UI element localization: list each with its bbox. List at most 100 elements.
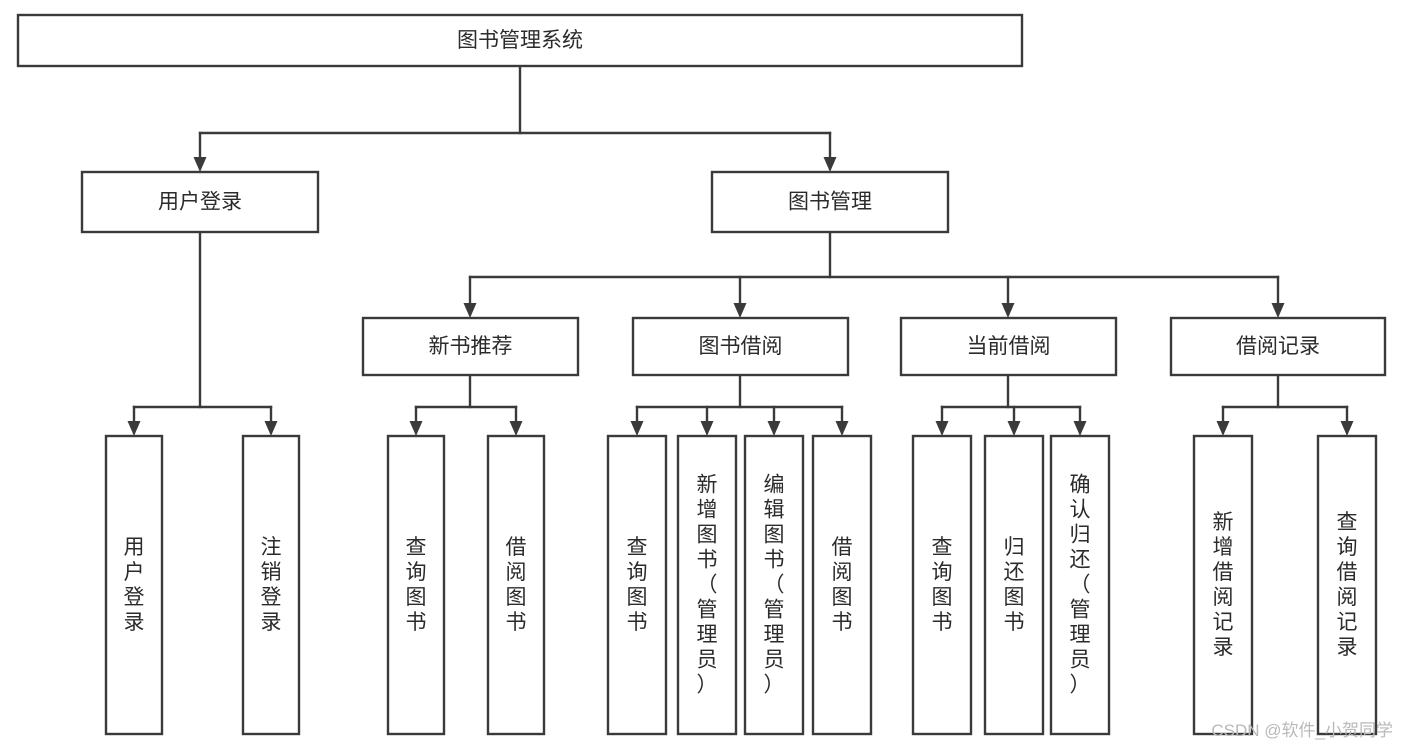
node-label-char: 确 [1070,474,1091,497]
node-label-borrow-record: 借阅记录 [1236,335,1320,358]
nodes-layer: 图书管理系统用户登录图书管理新书推荐图书借阅当前借阅借阅记录用户登录注销登录查询… [16,13,1387,736]
node-leaf-user-login[interactable]: 用户登录 [104,434,164,736]
node-label-char: 借 [832,536,853,559]
node-label-char: 用 [124,536,145,559]
node-label-char: 增 [697,499,718,522]
connector-record-to-leaves [1216,373,1354,436]
node-root[interactable]: 图书管理系统 [16,13,1024,68]
arrow-head-icon [1216,421,1230,436]
arrow-head-icon [835,421,849,436]
connector-borrow-to-leaves [630,373,849,436]
node-label-char: 借 [506,536,527,559]
connector-management-to-level3 [463,230,1285,318]
node-label-char: 书 [832,611,853,634]
connector-current-to-leaves [935,373,1087,436]
node-label-char: 询 [627,561,648,584]
node-label-char: 归 [1070,524,1091,547]
node-label-char: 阅 [832,561,853,584]
node-label-char: 增 [1213,536,1234,559]
node-label-user-login: 用户登录 [158,191,242,214]
arrow-head-icon [733,303,747,318]
arrow-head-icon [1340,421,1354,436]
node-label-char: 户 [124,561,145,584]
arrow-head-icon [127,421,141,436]
arrow-head-icon [823,157,837,172]
node-label-char: 书 [697,549,718,572]
node-book-borrow[interactable]: 图书借阅 [631,316,850,377]
node-label-char: 查 [932,536,953,559]
arrow-head-icon [935,421,949,436]
node-label-char: 录 [1337,636,1358,659]
node-label-book-management: 图书管理 [788,191,872,214]
node-label-char: 还 [1070,549,1091,572]
arrow-head-icon [1001,303,1015,318]
arrow-head-icon [1271,303,1285,318]
connector-recommend-to-leaves [409,373,523,436]
node-current-borrow[interactable]: 当前借阅 [899,316,1118,377]
node-label-char: 管 [1070,599,1091,622]
node-label-char: 查 [406,536,427,559]
node-box-leaf-edit-book [743,434,805,736]
connector-root-to-level2 [193,64,837,172]
node-label-char: 借 [1337,561,1358,584]
node-box-current-borrow [899,316,1118,377]
arrow-head-icon [1007,421,1021,436]
node-label-char: 借 [1213,561,1234,584]
node-box-book-management [710,170,950,234]
node-box-leaf-add-record [1192,434,1254,736]
node-new-book-recommend[interactable]: 新书推荐 [361,316,580,377]
node-book-management[interactable]: 图书管理 [710,170,950,234]
node-label-char: 询 [406,561,427,584]
node-box-borrow-record [1169,316,1387,377]
node-box-leaf-logout [241,434,301,736]
node-label-char: 书 [506,611,527,634]
node-label-root: 图书管理系统 [457,29,583,52]
node-label-current-borrow: 当前借阅 [967,335,1051,358]
node-label-char: （ [1070,574,1091,597]
node-label-char: 图 [506,586,527,609]
node-label-char: 记 [1337,611,1358,634]
node-label-char: 录 [1213,636,1234,659]
node-label-char: 还 [1004,561,1025,584]
node-label-char: 管 [697,599,718,622]
node-label-char: ） [764,674,785,697]
node-borrow-record[interactable]: 借阅记录 [1169,316,1387,377]
node-box-new-book-recommend [361,316,580,377]
node-label-char: 书 [406,611,427,634]
node-box-book-borrow [631,316,850,377]
node-label-char: 管 [764,599,785,622]
node-label-char: 认 [1070,499,1091,522]
node-user-login[interactable]: 用户登录 [80,170,320,234]
arrow-head-icon [193,157,207,172]
node-box-user-login [80,170,320,234]
node-box-leaf-query-book-borrow [606,434,668,736]
node-label-char: 阅 [1337,586,1358,609]
node-label-char: 图 [764,524,785,547]
node-label-char: 询 [1337,536,1358,559]
node-label-char: 图 [627,586,648,609]
node-label-new-book-recommend: 新书推荐 [429,335,513,358]
node-label-char: 理 [764,624,785,647]
arrow-head-icon [630,421,644,436]
node-label-char: 阅 [506,561,527,584]
node-label-char: 书 [627,611,648,634]
node-label-char: 员 [697,649,718,672]
node-label-char: ） [697,674,718,697]
node-box-leaf-borrow-book-rec [486,434,546,736]
node-label-char: 书 [932,611,953,634]
csdn-watermark: CSDN @软件_小贺同学 [1211,721,1393,740]
